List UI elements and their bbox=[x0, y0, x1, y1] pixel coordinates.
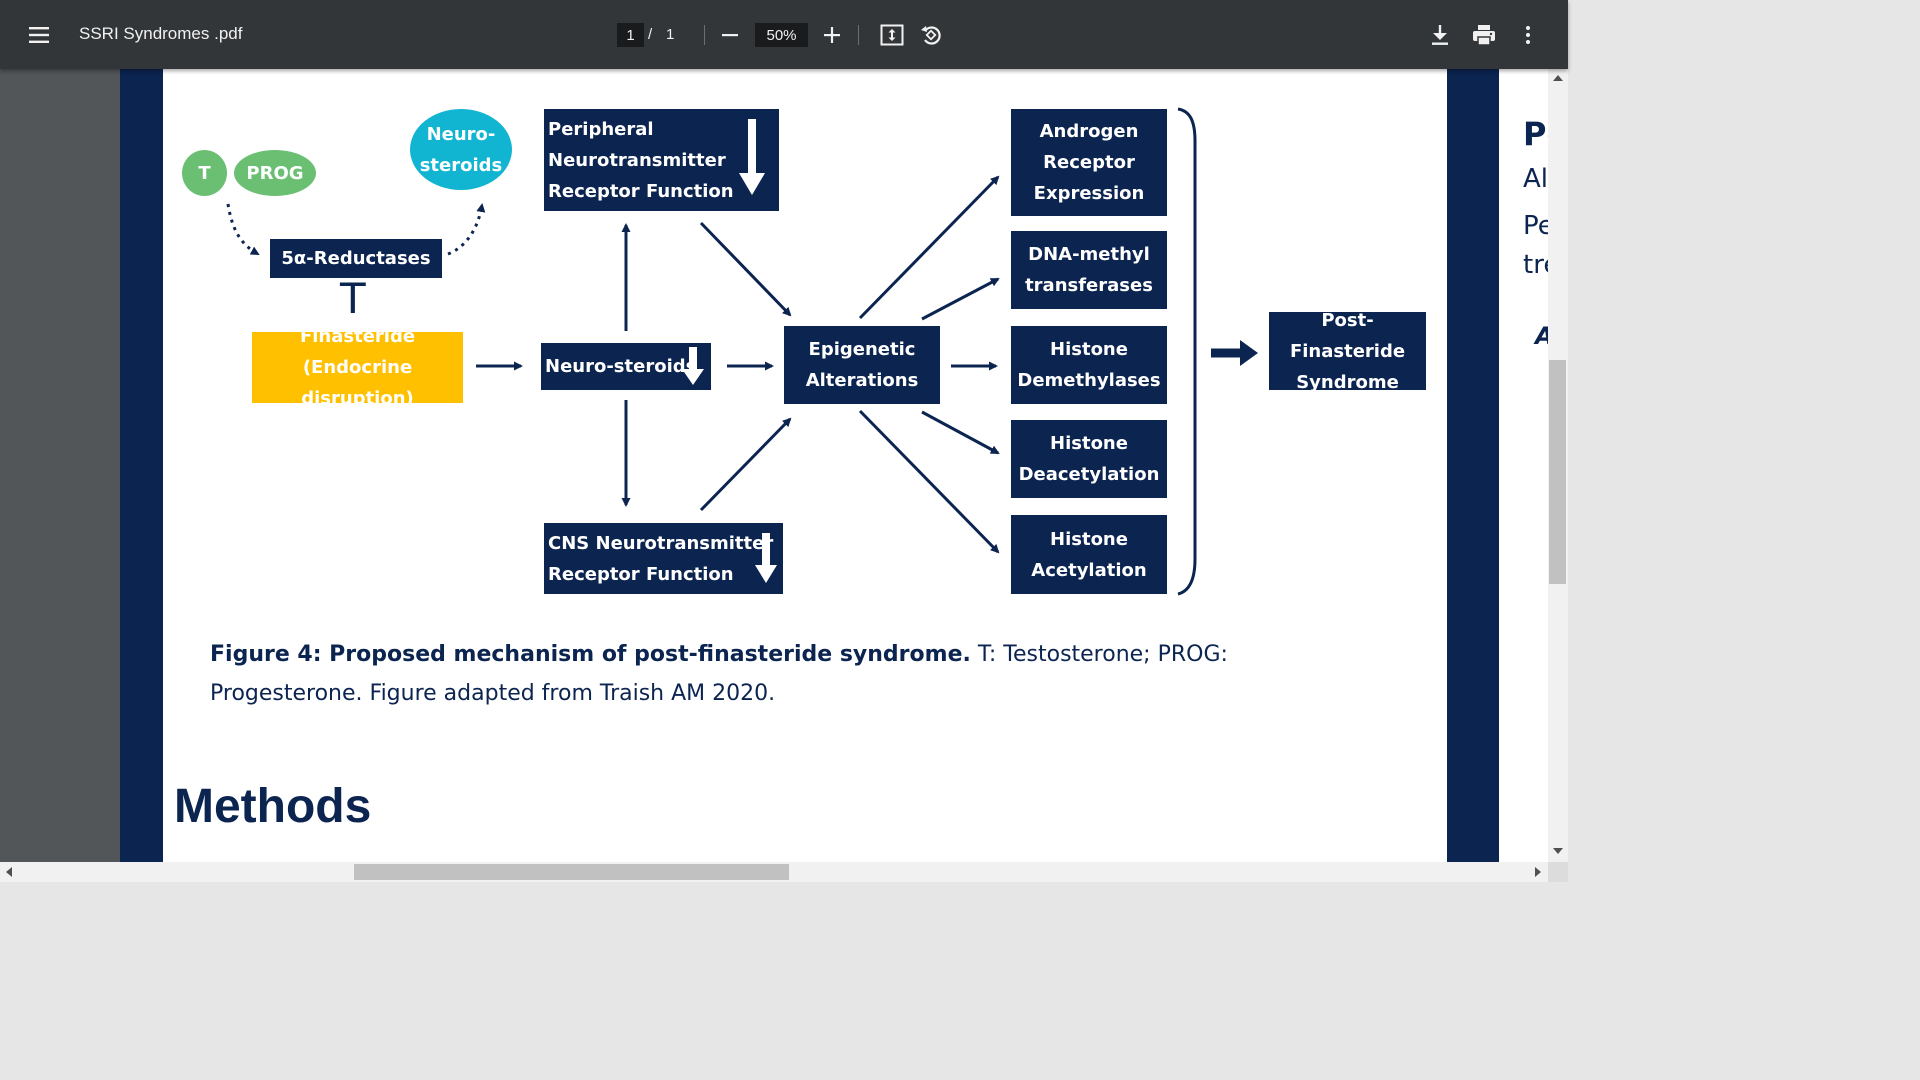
inhibition-symbol: T bbox=[340, 274, 366, 323]
neurosteroids-box: Neuro-steroids bbox=[541, 343, 711, 390]
print-button[interactable] bbox=[1466, 17, 1502, 53]
minus-icon bbox=[722, 34, 738, 37]
down-arrow-icon bbox=[682, 347, 704, 385]
dna-methyl-box: DNA-methyl transferases bbox=[1011, 231, 1167, 309]
epigenetic-box: Epigenetic Alterations bbox=[784, 326, 940, 404]
plus-icon bbox=[824, 27, 840, 43]
down-arrow-icon bbox=[739, 119, 765, 195]
next-page-fragment: tre bbox=[1523, 250, 1548, 280]
pdf-toolbar: SSRI Syndromes .pdf / 1 bbox=[0, 0, 1568, 69]
testosterone-node: T bbox=[182, 150, 227, 196]
pdf-page bbox=[163, 69, 1447, 862]
next-page-fragment: Pe bbox=[1523, 211, 1548, 241]
scroll-down-icon[interactable] bbox=[1553, 848, 1563, 854]
caption-text: T: Testosterone; PROG: Progesterone. Fig… bbox=[210, 642, 1228, 706]
page-separator: / bbox=[648, 26, 653, 43]
neurosteroids-ellipse: Neuro- steroids bbox=[410, 109, 512, 190]
scroll-up-icon[interactable] bbox=[1553, 75, 1563, 81]
caption-title: Figure 4: Proposed mechanism of post-fin… bbox=[210, 642, 971, 667]
arrow-to-androgen bbox=[858, 175, 1000, 320]
toolbar-divider bbox=[858, 25, 859, 45]
page-total: 1 bbox=[666, 26, 675, 43]
dotted-arrow-to-neurosteroids bbox=[447, 203, 486, 256]
dotted-arrow-to-reductases bbox=[226, 203, 260, 256]
arrow-to-histone-deacetylation bbox=[921, 410, 1000, 455]
rotate-button[interactable] bbox=[913, 17, 949, 53]
methods-heading: Methods bbox=[174, 780, 372, 833]
rotate-icon bbox=[921, 26, 941, 45]
download-icon bbox=[1432, 25, 1448, 45]
document-title: SSRI Syndromes .pdf bbox=[79, 24, 243, 43]
cns-box: CNS Neurotransmitter Receptor Function bbox=[544, 523, 783, 594]
peripheral-box: Peripheral Neurotransmitter Receptor Fun… bbox=[544, 109, 779, 211]
progesterone-node: PROG bbox=[234, 150, 316, 196]
next-page-fragment: A bbox=[1535, 322, 1548, 350]
download-button[interactable] bbox=[1422, 17, 1458, 53]
zoom-input[interactable] bbox=[755, 23, 808, 47]
horizontal-scroll-thumb[interactable] bbox=[354, 864, 789, 880]
reductases-box: 5α-Reductases bbox=[270, 239, 442, 278]
arrow-to-dna-methyl bbox=[921, 277, 1000, 321]
arrow-head-to-syndrome bbox=[1240, 340, 1258, 366]
androgen-box: Androgen Receptor Expression bbox=[1011, 109, 1167, 216]
next-page-preview: Pe Al Pe tre A bbox=[1499, 69, 1548, 862]
bracket bbox=[1177, 107, 1197, 596]
fit-to-page-button[interactable] bbox=[874, 17, 910, 53]
toolbar-divider bbox=[704, 25, 705, 45]
more-options-button[interactable] bbox=[1510, 17, 1546, 53]
figure-caption: Figure 4: Proposed mechanism of post-fin… bbox=[210, 635, 1380, 713]
page-number-input[interactable] bbox=[617, 23, 644, 47]
more-vert-icon bbox=[1526, 26, 1530, 44]
zoom-in-button[interactable] bbox=[814, 17, 850, 53]
scroll-right-icon[interactable] bbox=[1535, 867, 1541, 877]
scroll-left-icon[interactable] bbox=[6, 867, 12, 877]
next-page-fragment: Pe bbox=[1523, 115, 1548, 153]
print-icon bbox=[1473, 25, 1495, 46]
histone-deacetylation-box: Histone Deacetylation bbox=[1011, 420, 1167, 498]
down-arrow-icon bbox=[755, 533, 777, 583]
fit-to-page-icon bbox=[880, 24, 904, 46]
finasteride-box: Finasteride (Endocrine disruption) bbox=[252, 326, 463, 409]
menu-icon[interactable] bbox=[21, 17, 57, 53]
arrow-cns-to-epigenetic bbox=[699, 417, 792, 512]
next-page-fragment: Al bbox=[1523, 164, 1548, 194]
arrow-peripheral-to-epigenetic bbox=[699, 221, 792, 317]
arrow-to-histone-acetylation bbox=[858, 409, 1000, 554]
histone-acetylation-box: Histone Acetylation bbox=[1011, 515, 1167, 594]
post-finasteride-box: Post-Finasteride Syndrome bbox=[1269, 310, 1426, 393]
histone-demethylases-box: Histone Demethylases bbox=[1011, 326, 1167, 404]
scrollbar-corner bbox=[1548, 862, 1568, 882]
vertical-scroll-thumb[interactable] bbox=[1549, 360, 1566, 584]
pdf-viewer[interactable]: T PROG Neuro- steroids 5α-Reductases T F… bbox=[0, 69, 1548, 862]
mechanism-diagram bbox=[226, 107, 1258, 596]
zoom-out-button[interactable] bbox=[712, 17, 748, 53]
